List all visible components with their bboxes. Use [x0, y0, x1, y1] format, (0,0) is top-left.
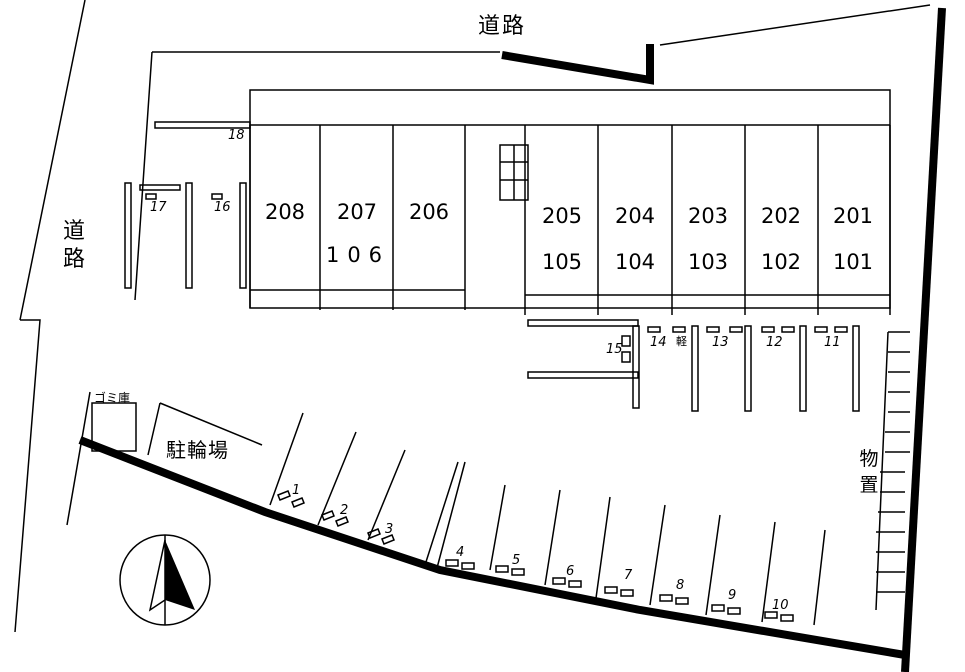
parking-number: 16 — [214, 200, 231, 215]
unit-207: 207 — [336, 200, 378, 224]
parking-number: 10 — [772, 598, 789, 613]
unit-104: 104 — [614, 250, 656, 274]
building-outline — [249, 89, 891, 309]
unit-204: 204 — [614, 204, 656, 228]
parking-number: 8 — [676, 578, 685, 593]
parking-number: 9 — [728, 588, 737, 603]
compass-arrow — [165, 540, 195, 610]
light-car-label: 軽 — [676, 335, 687, 348]
unit-205: 205 — [541, 204, 583, 228]
unit-206: 206 — [408, 200, 450, 224]
parking-number: 17 — [150, 200, 167, 215]
unit-202: 202 — [760, 204, 802, 228]
unit-101: 101 — [832, 250, 874, 274]
unit-208: 208 — [264, 200, 306, 224]
parking-number: 1 — [292, 483, 301, 498]
storage-label: 物置 — [859, 448, 879, 496]
parking-number: 3 — [385, 522, 394, 537]
bicycle-parking-label: 駐輪場 — [166, 438, 229, 462]
bicycle-parking-area — [147, 402, 263, 456]
unit-103: 103 — [687, 250, 729, 274]
road-label-left: 道路 — [62, 219, 85, 272]
right-wall — [901, 7, 946, 672]
unit-203: 203 — [687, 204, 729, 228]
parking-number: 15 — [606, 342, 623, 357]
parking-number: 2 — [340, 503, 349, 518]
garbage-shed-label: ゴミ庫 — [94, 391, 131, 405]
unit-102: 102 — [760, 250, 802, 274]
bottom-wall — [78, 436, 906, 659]
parking-number: 11 — [824, 335, 841, 350]
parking-number: 12 — [766, 335, 783, 350]
parking-number: 14 — [650, 335, 667, 350]
site-boundary — [14, 0, 931, 633]
top-wall — [501, 44, 654, 85]
parking-number: 4 — [456, 545, 465, 560]
parking-number: 7 — [624, 568, 633, 583]
parking-number: 18 — [228, 128, 245, 143]
parking-number: 5 — [512, 553, 521, 568]
parking-number: 13 — [712, 335, 729, 350]
road-label-top: 道路 — [478, 14, 527, 39]
unit-106: 106 — [325, 243, 391, 267]
storage-units — [875, 331, 910, 611]
unit-201: 201 — [832, 204, 874, 228]
unit-105: 105 — [541, 250, 583, 274]
parking-number: 6 — [566, 564, 575, 579]
